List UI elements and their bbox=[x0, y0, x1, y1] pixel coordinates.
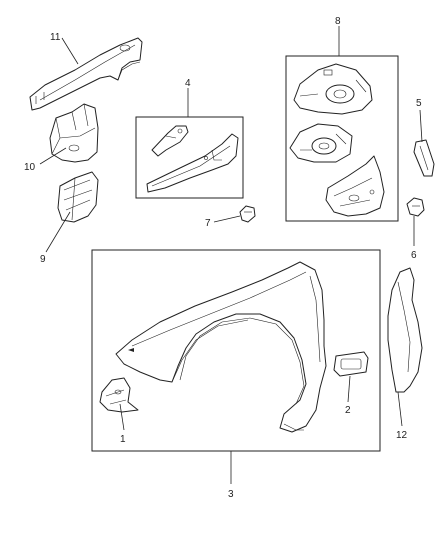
part-2-marker-lamp bbox=[333, 351, 369, 377]
callout-9: 9 bbox=[40, 254, 46, 265]
callout-3: 3 bbox=[228, 489, 234, 500]
part-9-splash-shield bbox=[57, 171, 99, 223]
leader-9 bbox=[45, 211, 71, 253]
leader-10 bbox=[39, 147, 67, 165]
part-11-upper-rail bbox=[29, 37, 143, 111]
callout-10: 10 bbox=[24, 162, 36, 173]
callout-1: 1 bbox=[120, 434, 126, 445]
callout-4: 4 bbox=[185, 78, 191, 89]
callout-5: 5 bbox=[416, 98, 422, 109]
leader-7 bbox=[213, 215, 241, 223]
part-8-tower-assembly bbox=[289, 63, 385, 217]
leader-2 bbox=[347, 375, 351, 403]
callout-2: 2 bbox=[345, 405, 351, 416]
part-1-bracket bbox=[99, 377, 139, 413]
callout-8: 8 bbox=[335, 16, 341, 27]
part-7-clip bbox=[239, 205, 256, 223]
group-box-4 bbox=[135, 116, 244, 199]
callout-7: 7 bbox=[205, 218, 211, 229]
callout-11: 11 bbox=[50, 32, 61, 43]
leader-11 bbox=[61, 37, 79, 65]
callout-12: 12 bbox=[396, 430, 408, 441]
group-box-8 bbox=[285, 55, 399, 222]
leader-12 bbox=[397, 391, 403, 427]
part-10-bracket bbox=[49, 103, 99, 163]
part-4-reinforcement bbox=[146, 125, 239, 193]
part-5-bracket bbox=[413, 139, 435, 177]
part-12-fender-liner bbox=[387, 267, 423, 393]
part-6-clip bbox=[406, 197, 425, 217]
leader-1 bbox=[119, 403, 125, 431]
callout-6: 6 bbox=[411, 250, 417, 261]
part-3-fender bbox=[115, 261, 327, 433]
group-box-3 bbox=[91, 249, 381, 452]
leader-5 bbox=[419, 109, 423, 143]
